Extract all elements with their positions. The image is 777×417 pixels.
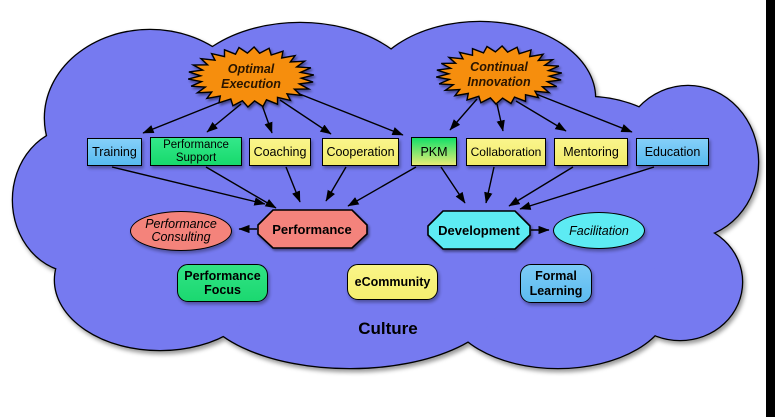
node-pkm: PKM: [411, 137, 457, 166]
performance-node-label: Performance: [272, 222, 352, 237]
optimal-execution-burst: [188, 46, 314, 108]
development-node-shape: [427, 210, 531, 250]
node-performance-focus: Performance Focus: [177, 264, 268, 302]
node-facilitation: Facilitation: [553, 212, 645, 249]
continual-innovation-label: Continual Innovation: [467, 60, 531, 90]
performance-node-shape: [257, 209, 368, 249]
culture-cloud: [11, 20, 760, 370]
node-education: Education: [636, 138, 709, 166]
node-training: Training: [87, 138, 142, 166]
diagram-arrows: [111, 90, 655, 235]
node-ecommunity: eCommunity: [347, 264, 438, 300]
node-mentoring: Mentoring: [554, 138, 628, 166]
continual-innovation-burst: [436, 45, 562, 105]
development-node-label: Development: [438, 223, 520, 238]
culture-label: Culture: [358, 319, 418, 338]
node-performance-consulting: Performance Consulting: [130, 211, 232, 251]
right-edge-bar: [766, 0, 775, 417]
node-performance-support: Performance Support: [150, 137, 242, 166]
node-collaboration: Collaboration: [466, 138, 546, 166]
node-coaching: Coaching: [249, 138, 311, 166]
node-formal-learning: Formal Learning: [520, 264, 592, 303]
optimal-execution-label: Optimal Execution: [221, 62, 281, 92]
node-cooperation: Cooperation: [322, 138, 399, 166]
